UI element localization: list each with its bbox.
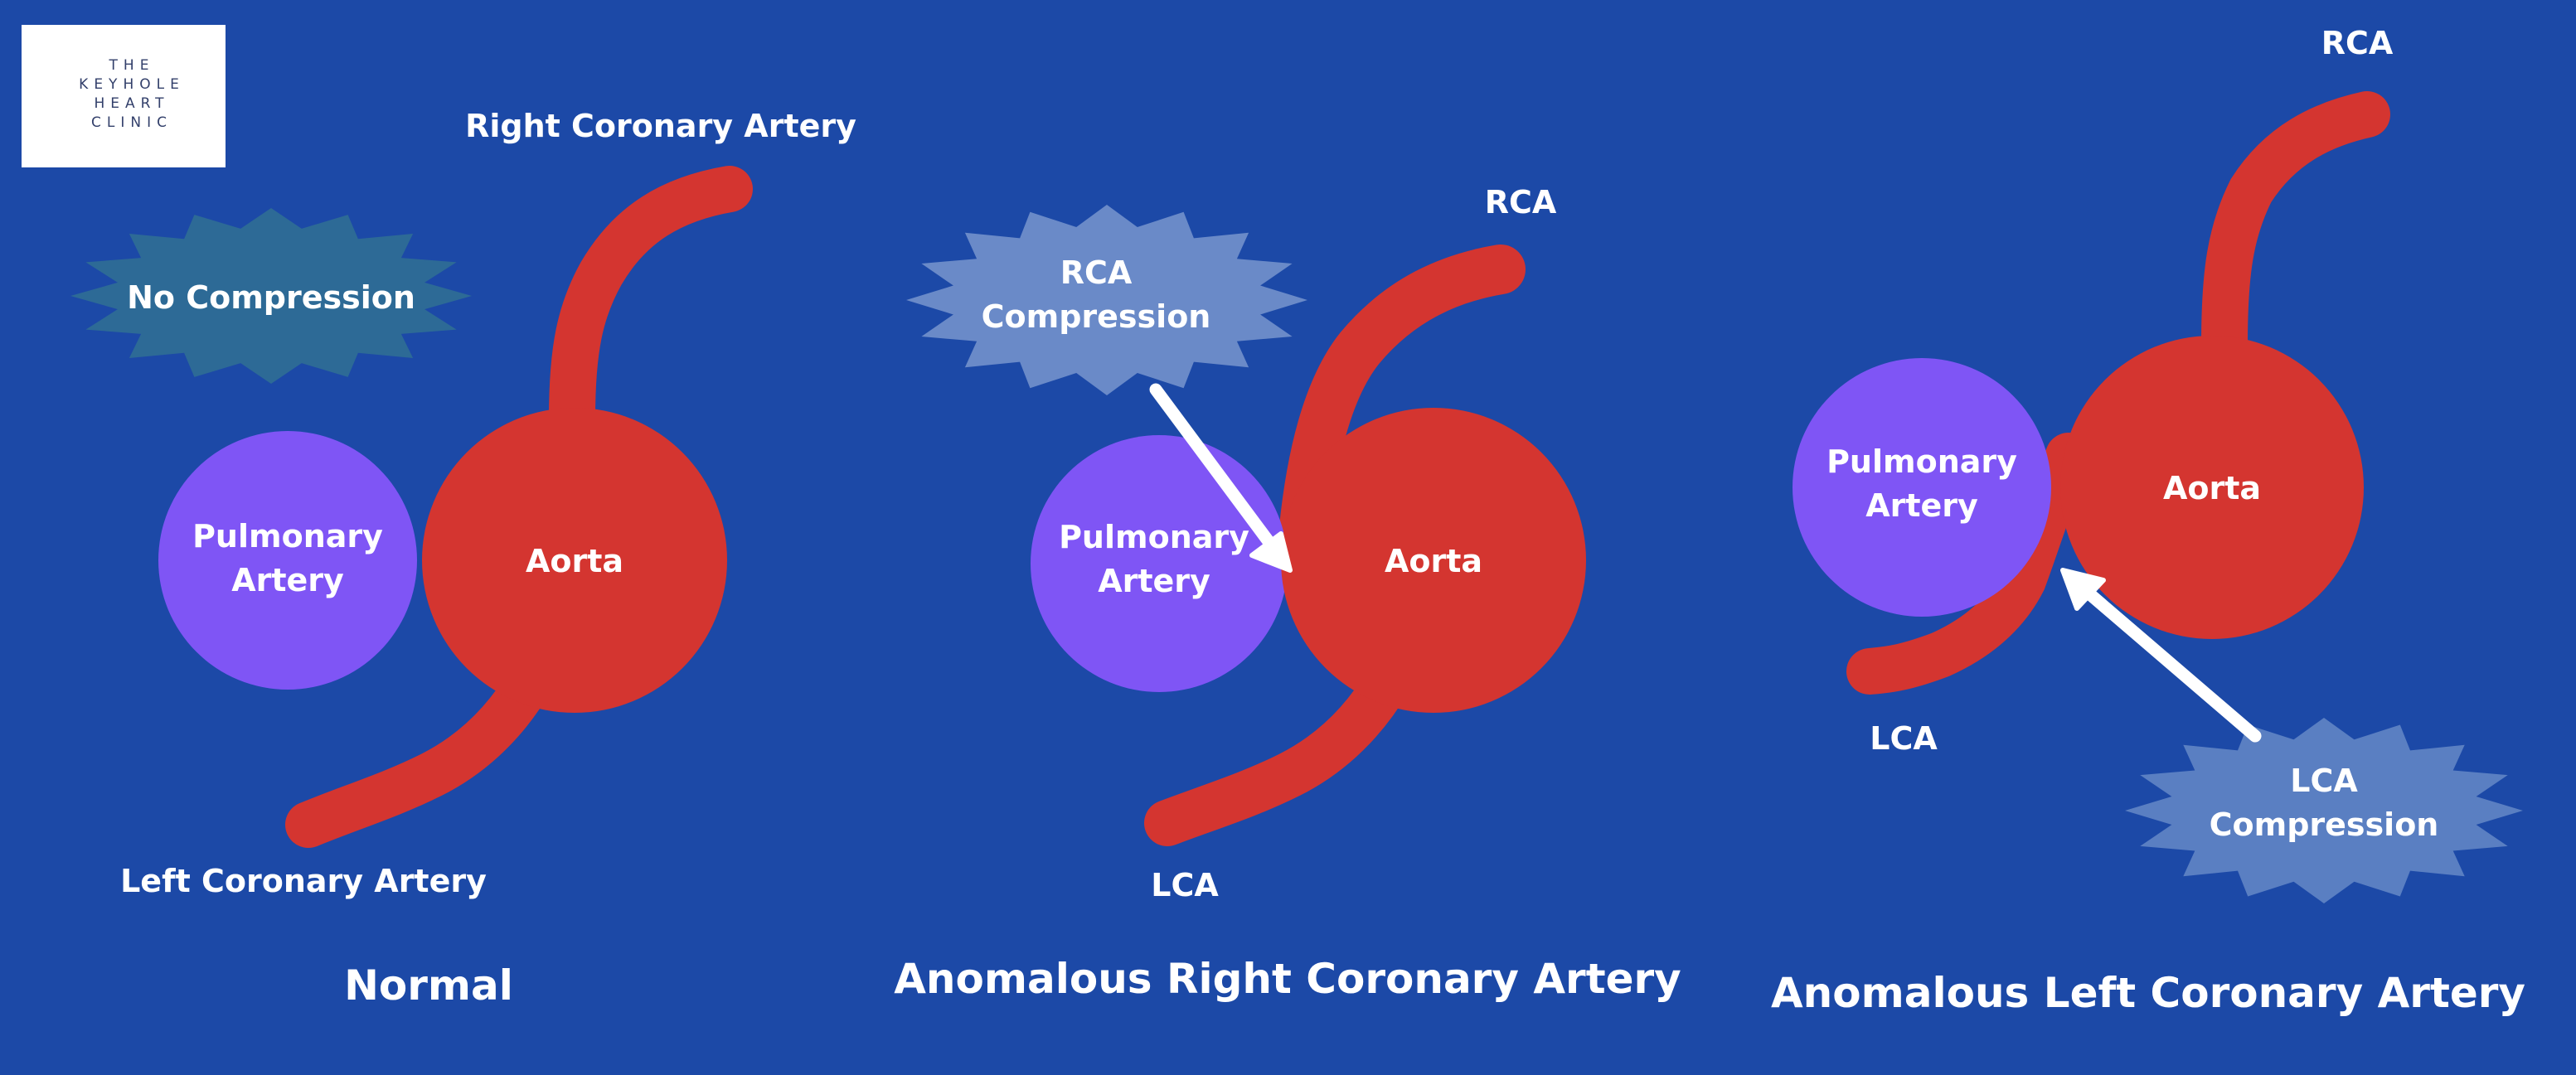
right-coronary-artery-vessel: [2201, 91, 2390, 367]
pulmonary-artery-label-line-2: Artery: [1865, 487, 1978, 524]
pulmonary-artery-label-line-1: Pulmonary: [1059, 519, 1249, 555]
no-compression-burst: [70, 208, 472, 384]
panel-title-anomalous-rca: Anomalous Right Coronary Artery: [894, 955, 1681, 1003]
aorta-label: Aorta: [1385, 543, 1482, 579]
aorta-circle: [422, 408, 727, 713]
rca-label: RCA: [1485, 184, 1557, 220]
pulmonary-artery-label-line-1: Pulmonary: [1826, 443, 2017, 480]
logo-line-2: KEYHOLE: [79, 76, 185, 93]
logo-line-1: THE: [109, 57, 155, 74]
aorta-circle: [1281, 408, 1586, 713]
lca-label: LCA: [1151, 867, 1219, 903]
pulmonary-artery-label-line-2: Artery: [231, 562, 344, 598]
panel-title-normal: Normal: [344, 961, 513, 1010]
right-coronary-artery-label: Right Coronary Artery: [465, 108, 856, 144]
panel-anomalous-rca: RCA Compression Pulmonary Artery Aorta R…: [894, 184, 1681, 1003]
aorta-label: Aorta: [2163, 470, 2261, 506]
panel-title-anomalous-lca: Anomalous Left Coronary Artery: [1771, 969, 2525, 1017]
lca-compression-label-line-2: Compression: [2210, 806, 2439, 843]
panel-anomalous-lca: Pulmonary Artery Aorta LCA Compression R…: [1771, 25, 2525, 1017]
rca-compression-label-line-1: RCA: [1060, 254, 1133, 291]
rca-compression-label-line-2: Compression: [982, 298, 1211, 335]
aorta-label: Aorta: [526, 543, 623, 579]
compression-arrow-shaft: [1149, 383, 1279, 554]
pulmonary-artery-label-line-1: Pulmonary: [192, 518, 383, 554]
no-compression-label: No Compression: [127, 279, 415, 316]
left-coronary-artery-vessel: [1144, 656, 1412, 846]
compression-arrow-shaft: [2079, 584, 2262, 743]
logo-background: [22, 25, 226, 167]
pulmonary-artery-circle: [158, 431, 417, 690]
pulmonary-artery-label-line-2: Artery: [1098, 563, 1210, 599]
panel-normal: No Compression Pulmonary Artery Aorta Ri…: [70, 108, 856, 1010]
right-coronary-artery-vessel: [549, 166, 753, 442]
left-coronary-artery-vessel: [285, 656, 554, 848]
lca-label: LCA: [1870, 720, 1938, 757]
pulmonary-artery-circle: [1793, 358, 2051, 617]
logo-line-4: CLINIC: [91, 114, 172, 131]
rca-label: RCA: [2321, 25, 2394, 61]
left-coronary-artery-label: Left Coronary Artery: [120, 863, 487, 899]
lca-compression-label-line-1: LCA: [2290, 763, 2358, 799]
compression-arrow-head: [2060, 568, 2106, 611]
rca-compression-burst: [906, 205, 1307, 395]
compression-arrow-head: [1249, 531, 1293, 573]
logo-line-3: HEART: [94, 95, 169, 112]
keyhole-heart-clinic-logo: THE KEYHOLE HEART CLINIC: [22, 25, 226, 167]
pulmonary-artery-circle: [1031, 435, 1288, 692]
aorta-circle: [2060, 336, 2364, 639]
lca-compression-burst: [2125, 718, 2523, 903]
